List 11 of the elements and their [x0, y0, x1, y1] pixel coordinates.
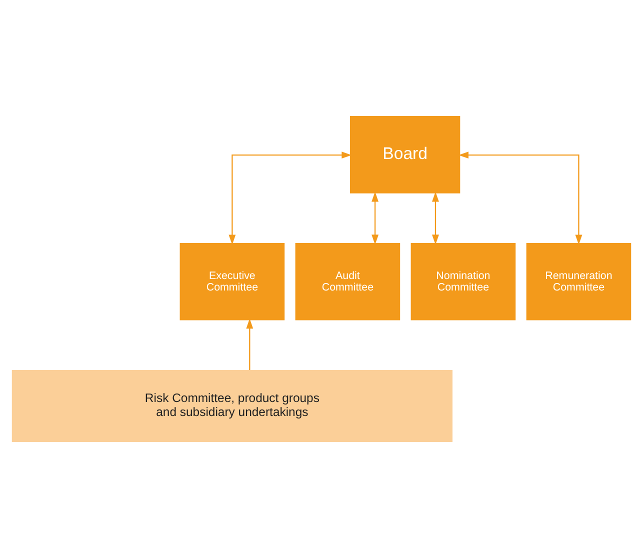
- arrow: [432, 191, 439, 244]
- arrow: [372, 191, 379, 244]
- node-box: Audit Committee: [295, 242, 400, 320]
- arrow: [458, 151, 582, 244]
- node-box: Risk Committee, product groups and subsidiary undertakings: [12, 370, 452, 442]
- node-box: Remuneration Committee: [526, 242, 632, 320]
- arrow: [228, 151, 352, 244]
- node-box: Board: [350, 116, 460, 193]
- node-box: Nomination Committee: [410, 242, 516, 320]
- arrow: [246, 318, 254, 370]
- node-box: Executive Committee: [180, 242, 285, 320]
